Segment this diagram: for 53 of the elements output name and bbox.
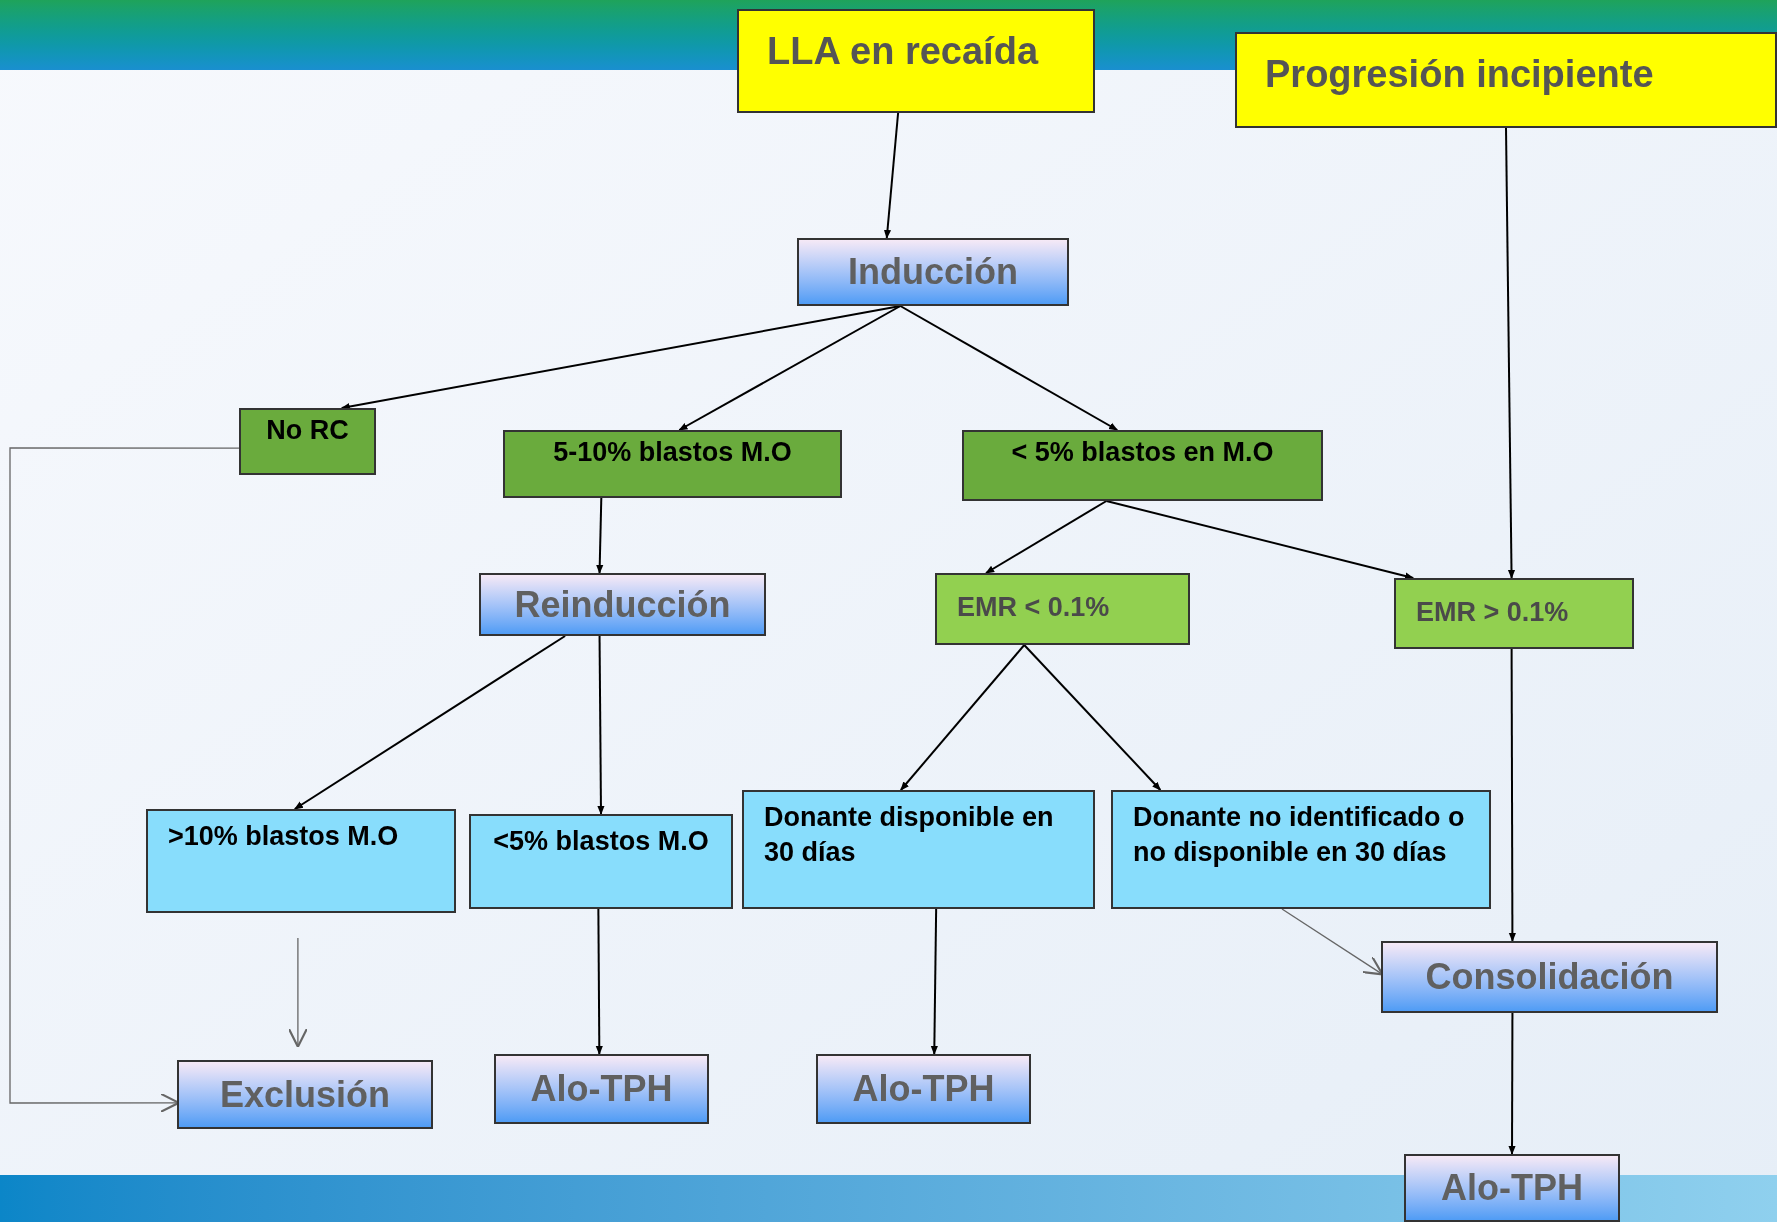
process-box: [797, 238, 1069, 306]
arrow: [1023, 644, 1162, 791]
outcome-box: [469, 814, 733, 909]
node-text: <5% blastos M.O: [493, 825, 709, 858]
arrow: [930, 908, 938, 1055]
node-text: Progresión incipiente: [1265, 52, 1654, 97]
node-text: Exclusión: [219, 1072, 391, 1117]
node-text: 5-10% blastos M.O: [553, 436, 792, 469]
condition-box: [1111, 790, 1491, 909]
arrow: [287, 937, 308, 1048]
outcome-box: [503, 430, 842, 498]
arrow: [9, 447, 240, 1113]
arrow: [293, 635, 567, 810]
arrow: [1505, 127, 1516, 579]
node-text: Alo-TPH: [1441, 1166, 1583, 1210]
node-text: No RC: [266, 414, 349, 447]
process-box: [479, 573, 766, 636]
node-text: >10% blastos M.O: [168, 820, 399, 853]
arrow: [1508, 1012, 1516, 1155]
arrow: [1508, 648, 1516, 942]
process-box: [177, 1060, 433, 1129]
arrow: [596, 497, 604, 574]
process-box: [737, 9, 1095, 113]
arrow: [678, 305, 902, 431]
process-box: [816, 1054, 1031, 1124]
node-text: EMR > 0.1%: [1416, 596, 1569, 629]
node-text: LLA en recaída: [767, 29, 1038, 74]
node-text: Alo-TPH: [852, 1067, 995, 1111]
node-text: Donante no identificado o no disponible en 30 días: [1133, 801, 1466, 870]
process-box: [494, 1054, 709, 1124]
arrow: [595, 908, 603, 1055]
node-text: Inducción: [848, 250, 1018, 294]
arrow: [883, 112, 900, 239]
condition-box: [1394, 578, 1634, 649]
condition-box: [935, 573, 1190, 645]
process-box: [1381, 941, 1718, 1013]
condition-box: [742, 790, 1095, 909]
arrow: [985, 500, 1108, 574]
node-text: Consolidación: [1425, 955, 1674, 999]
outcome-box: [146, 809, 456, 913]
outcome-box: [962, 430, 1323, 501]
arrow: [1105, 500, 1415, 580]
arrow: [899, 305, 1119, 431]
node-text: Reinducción: [514, 582, 731, 627]
process-box: [1235, 32, 1777, 128]
arrow: [899, 644, 1026, 791]
arrow: [597, 635, 605, 815]
process-box: [1404, 1154, 1620, 1222]
outcome-box: [239, 408, 376, 475]
node-text: EMR < 0.1%: [957, 591, 1110, 624]
node-text: Alo-TPH: [530, 1067, 673, 1111]
node-text: Donante disponible en 30 días: [764, 801, 1055, 870]
node-text: < 5% blastos en M.O: [1011, 436, 1274, 469]
